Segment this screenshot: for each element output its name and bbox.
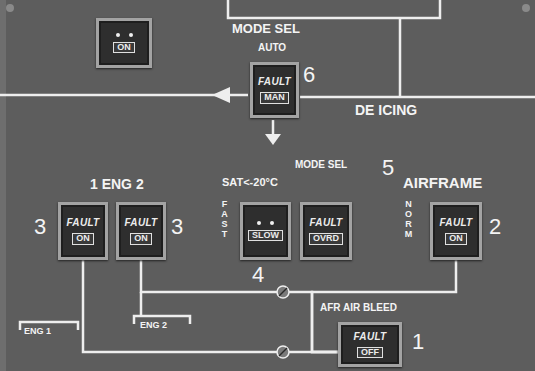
arrow-head <box>265 134 281 145</box>
button-legend: MAN <box>260 92 289 104</box>
bleed-wire <box>141 260 338 352</box>
callout-number: 1 <box>412 331 424 353</box>
indicator-dot <box>129 33 133 37</box>
group-title: 1 ENG 2 <box>90 177 144 191</box>
condition-label: SAT<-20°C <box>222 177 278 188</box>
callout-number: 3 <box>34 216 46 238</box>
bleed-wire <box>83 260 338 352</box>
bracket-label: ENG 1 <box>24 327 51 336</box>
button-legend: ON <box>72 233 94 245</box>
screw <box>277 346 289 358</box>
panel-line <box>0 94 248 97</box>
panel-title: MODE SEL <box>232 22 300 35</box>
mode-label: AUTO <box>258 43 286 53</box>
arrow-head <box>212 87 230 103</box>
callout-number: 5 <box>382 157 394 179</box>
push-button: SLOW <box>240 202 291 260</box>
fault-legend: FAULT <box>67 217 100 228</box>
callout-number: 6 <box>303 64 315 86</box>
indicator-dots <box>257 221 274 225</box>
button-legend: OVRD <box>309 233 343 245</box>
mode-label: NORM <box>404 200 413 240</box>
wire-stub <box>140 292 143 316</box>
push-button: FAULT OVRD <box>300 202 352 260</box>
indicator-dot <box>270 221 274 225</box>
panel-screw <box>522 4 530 12</box>
callout-number: 2 <box>489 216 501 238</box>
bracket-label: ENG 2 <box>140 321 167 330</box>
fault-legend: FAULT <box>258 76 291 87</box>
panel-line <box>399 18 402 97</box>
panel-edge <box>0 0 6 371</box>
bleed-wire <box>312 260 456 352</box>
mode-label: FAST <box>220 200 229 240</box>
screw <box>277 286 289 298</box>
button-legend: ON <box>130 233 152 245</box>
arrow-shaft <box>272 120 275 134</box>
group-title: AFR AIR BLEED <box>320 303 397 313</box>
push-button: FAULT OFF <box>338 322 402 367</box>
push-button: FAULT ON <box>116 202 166 260</box>
indicator-dot <box>257 221 261 225</box>
fault-legend: FAULT <box>440 217 473 228</box>
callout-number: 3 <box>171 216 183 238</box>
button-legend: ON <box>113 42 135 54</box>
fault-legend: FAULT <box>354 331 387 342</box>
panel-screw <box>6 4 14 12</box>
group-title: AIRFRAME <box>403 175 482 190</box>
callout-number: 4 <box>252 264 264 286</box>
button-legend: OFF <box>357 347 383 359</box>
group-title: MODE SEL <box>295 160 347 170</box>
panel-line <box>228 0 440 18</box>
push-button: FAULT MAN <box>250 62 299 118</box>
push-button: FAULT ON <box>430 202 482 260</box>
fault-legend: FAULT <box>310 217 343 228</box>
button-legend: SLOW <box>248 230 283 242</box>
panel-line <box>300 96 535 99</box>
button-legend: ON <box>445 233 467 245</box>
push-button: ON <box>96 18 152 68</box>
panel-title: DE ICING <box>355 103 417 117</box>
indicator-dots <box>116 33 133 37</box>
fault-legend: FAULT <box>125 217 158 228</box>
push-button: FAULT ON <box>58 202 108 260</box>
indicator-dot <box>116 33 120 37</box>
